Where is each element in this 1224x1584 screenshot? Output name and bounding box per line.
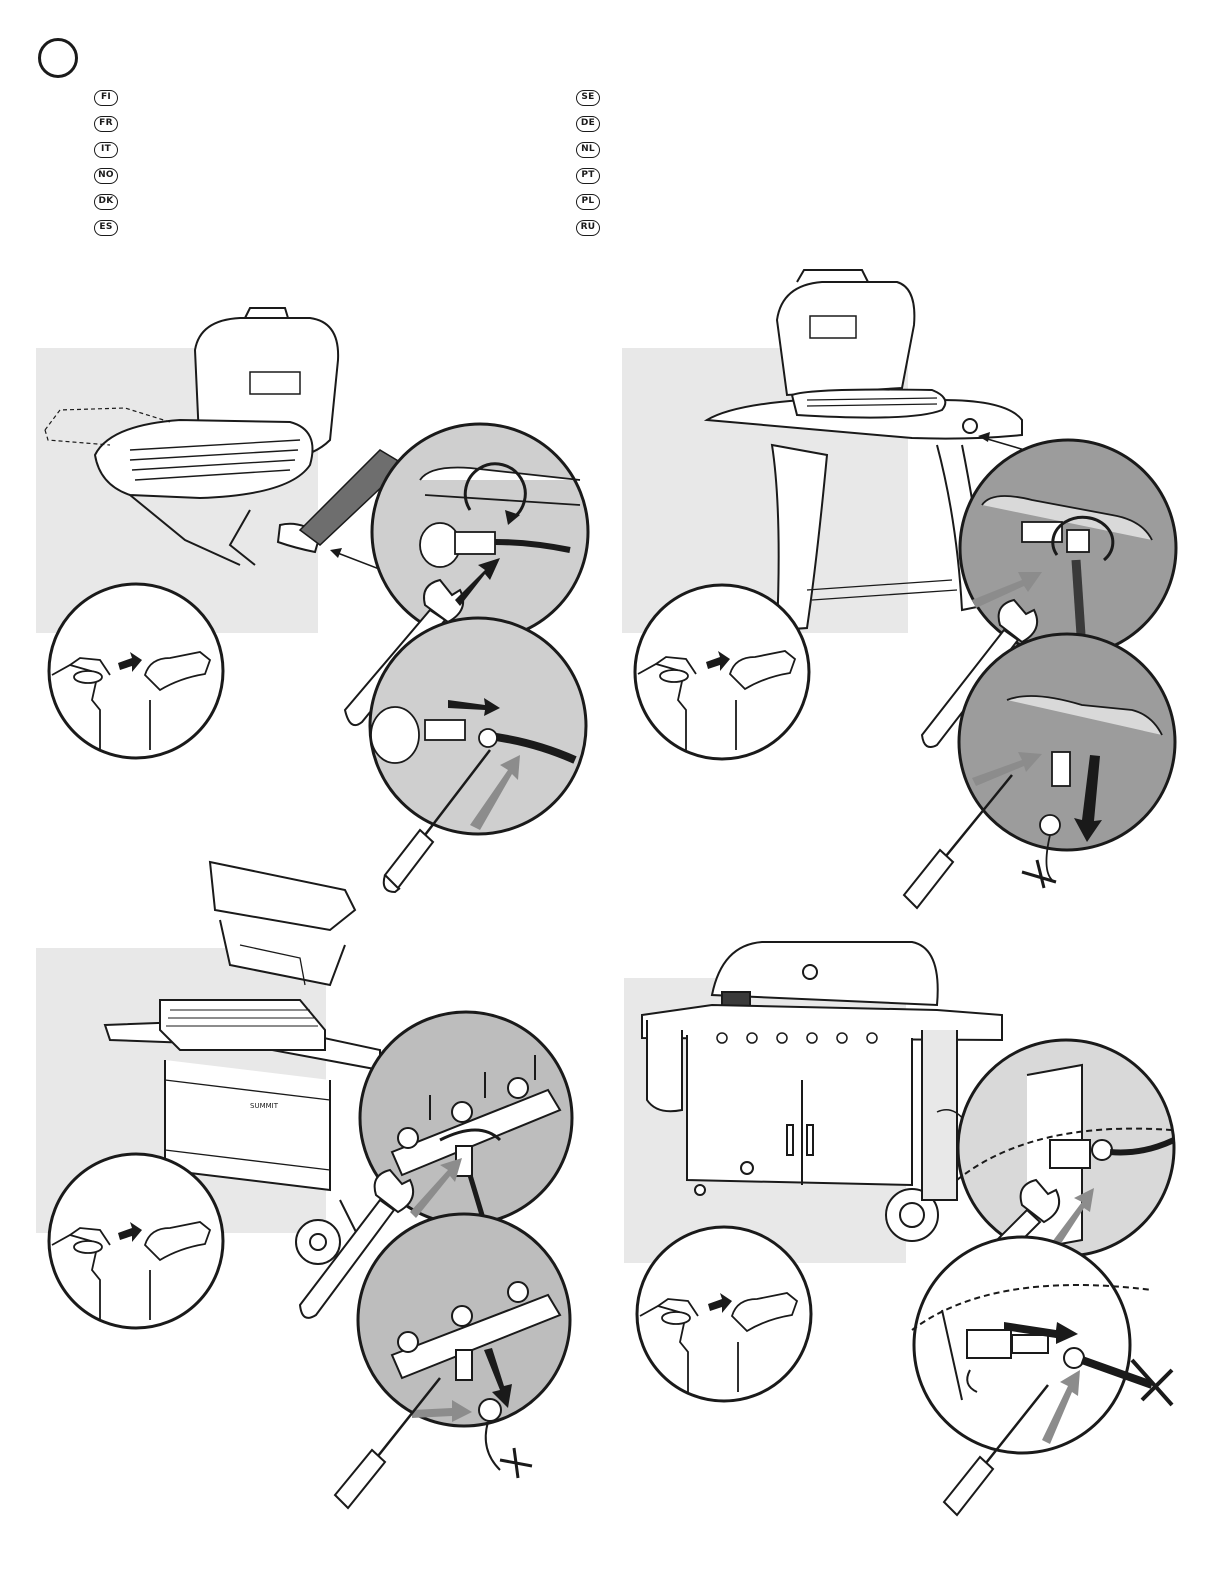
language-badge: SE: [576, 90, 600, 106]
panel-1-portable-grill: [0, 280, 612, 900]
language-badge: RU: [576, 220, 600, 236]
language-badge: ES: [94, 220, 118, 236]
language-badge: DK: [94, 194, 118, 210]
step-marker-circle: [38, 38, 78, 78]
panel-2-stand-grill: [612, 260, 1224, 920]
panel-4-large-grill: [612, 930, 1224, 1584]
stand-grill-illustration: [612, 260, 1224, 920]
language-badge: NL: [576, 142, 600, 158]
large-grill-illustration: [612, 930, 1224, 1584]
language-badge: IT: [94, 142, 118, 158]
panel-3-brand-label: SUMMIT: [250, 1102, 279, 1110]
language-list-left: FI FR IT NO DK ES: [94, 90, 118, 246]
cart-grill-illustration: SUMMIT: [0, 850, 612, 1520]
language-badge: NO: [94, 168, 118, 184]
language-badge: DE: [576, 116, 600, 132]
language-list-right: SE DE NL PT PL RU: [576, 90, 600, 246]
language-badge: FI: [94, 90, 118, 106]
portable-grill-illustration: [0, 280, 612, 900]
language-badge: FR: [94, 116, 118, 132]
language-badge: PL: [576, 194, 600, 210]
language-badge: PT: [576, 168, 600, 184]
panel-3-cart-grill: SUMMIT: [0, 850, 612, 1520]
